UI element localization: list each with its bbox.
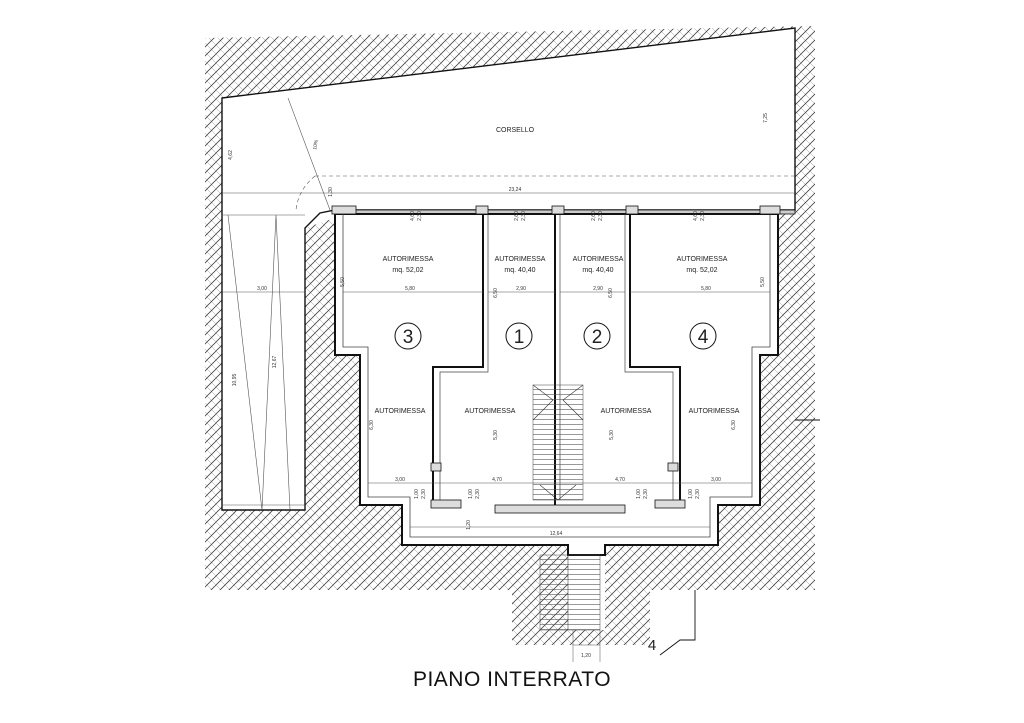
dim-u2-width: 2,90 (593, 286, 603, 292)
corsello-area (221, 27, 796, 511)
dim-door-u3-b: 2,30 (417, 211, 423, 221)
pillar (430, 462, 442, 472)
unit-3: AUTORIMESSA mq. 52,02 3 AUTORIMESSA (375, 256, 434, 415)
unit-3-number: 3 (403, 327, 414, 348)
dim-door-u2-b: 2,30 (598, 211, 604, 221)
dim-ramp-length-b: 12,67 (272, 356, 278, 369)
pillar (759, 205, 781, 215)
dim-u3-lower-height: 6,30 (369, 420, 375, 430)
dim-stair-width: 1,20 (581, 653, 591, 659)
pillar (475, 205, 489, 215)
dim-ramp-length-a: 10,95 (232, 374, 238, 387)
dim-low-door-e: 1,00 (636, 489, 642, 499)
dim-u4-lower-width: 3,00 (711, 477, 721, 483)
unit-2-label: AUTORIMESSA (573, 256, 624, 263)
garages-outline (334, 213, 779, 556)
dim-u3-height: 5,50 (340, 277, 346, 287)
pillar (331, 205, 357, 215)
dim-u1-lower-width: 4,70 (492, 477, 502, 483)
dim-ramp-width: 3,00 (257, 286, 267, 292)
dim-u4-width: 5,80 (701, 286, 711, 292)
wall-2-4 (629, 214, 681, 505)
dim-low-door-d: 2,30 (475, 489, 481, 499)
dim-low-door-a: 1,00 (414, 489, 420, 499)
unit-2-number: 2 (592, 327, 603, 348)
dim-u2-lower-height: 5,30 (609, 430, 615, 440)
pillar (667, 462, 679, 472)
stair-arrow-right (562, 384, 584, 421)
garages-inner-outline (342, 214, 771, 538)
dim-corsello-right-height: 7,25 (763, 113, 769, 123)
lower-stairs (539, 554, 601, 631)
unit-4: AUTORIMESSA mq. 52,02 4 AUTORIMESSA (677, 256, 740, 415)
dim-door-u2: 2,60 (591, 211, 597, 221)
dim-low-door-b: 2,30 (421, 489, 427, 499)
unit-4-label: AUTORIMESSA (677, 256, 728, 263)
wall-3-1-thin (439, 214, 489, 500)
dim-low-door-g: 1,00 (688, 489, 694, 499)
dim-low-door-c: 1,00 (468, 489, 474, 499)
dim-u1-lower-height: 5,30 (493, 430, 499, 440)
unit-1-label: AUTORIMESSA (495, 256, 546, 263)
dim-u1-width: 2,90 (516, 286, 526, 292)
dim-u4-height: 5,50 (760, 277, 766, 287)
dim-u2-height: 6,50 (608, 288, 614, 298)
stair-arrow-left (532, 384, 554, 421)
dim-corsello-left-height: 4,62 (228, 150, 234, 160)
dim-front-strip: 1,30 (328, 187, 334, 197)
corsello-label: CORSELLO (496, 127, 535, 134)
pillar (551, 205, 565, 215)
unit-3-label: AUTORIMESSA (383, 256, 434, 263)
unit-4-number: 4 (698, 327, 709, 348)
dim-corridor-height: 1,20 (466, 520, 472, 530)
unit-3-area: mq. 52,02 (392, 267, 423, 274)
unit-2: AUTORIMESSA mq. 40,40 2 AUTORIMESSA (573, 256, 652, 415)
dim-u2-lower-width: 4,70 (615, 477, 625, 483)
section-marker-label: 4 (648, 637, 656, 654)
unit-4-circle (689, 322, 717, 350)
plan-title: PIANO INTERRATO (412, 668, 612, 691)
dim-door-u3: 4,60 (410, 211, 416, 221)
dim-low-door-h: 2,30 (695, 489, 701, 499)
unit-4-area: mq. 52,02 (686, 267, 717, 274)
unit-1-circle (505, 322, 533, 350)
dim-low-door-f: 2,30 (643, 489, 649, 499)
dim-u3-lower-width: 3,00 (395, 477, 405, 483)
dim-u3-width: 5,80 (405, 286, 415, 292)
unit-1-number: 1 (514, 327, 525, 348)
stair-arrow-bottom (539, 484, 577, 501)
unit-1-area: mq. 40,40 (504, 267, 535, 274)
ramp-zigzag (227, 214, 291, 511)
pillar (430, 499, 462, 509)
dim-door-u4-b: 2,30 (700, 211, 706, 221)
dim-door-u1-b: 2,30 (521, 211, 527, 221)
dim-door-u4: 4,60 (693, 211, 699, 221)
unit-1-lower-label: AUTORIMESSA (465, 408, 516, 415)
ramp-diagonal (287, 97, 331, 211)
unit-3-circle (394, 322, 422, 350)
ramp-curve (295, 175, 316, 211)
dim-u1-height: 6,50 (493, 288, 499, 298)
dim-u4-lower-height: 6,30 (731, 420, 737, 430)
dim-corsello-width: 23,24 (509, 187, 522, 193)
ground-hatch (205, 26, 815, 645)
pillar (625, 205, 639, 215)
central-stairs (532, 384, 584, 501)
pillar (654, 499, 686, 509)
unit-4-lower-label: AUTORIMESSA (689, 408, 740, 415)
dim-door-u1: 2,60 (514, 211, 520, 221)
unit-2-area: mq. 40,40 (582, 267, 613, 274)
dim-ramp-slope: 10% (312, 139, 320, 150)
unit-1: AUTORIMESSA mq. 40,40 1 AUTORIMESSA (465, 256, 546, 415)
unit-2-lower-label: AUTORIMESSA (601, 408, 652, 415)
unit-3-lower-label: AUTORIMESSA (375, 408, 426, 415)
wall-2-4-thin (624, 214, 674, 500)
corridor-wall (494, 504, 626, 514)
wall-3-1 (432, 214, 484, 505)
section-marker-line (659, 590, 696, 656)
dim-corridor-width: 12,64 (550, 531, 563, 537)
unit-2-circle (583, 322, 611, 350)
